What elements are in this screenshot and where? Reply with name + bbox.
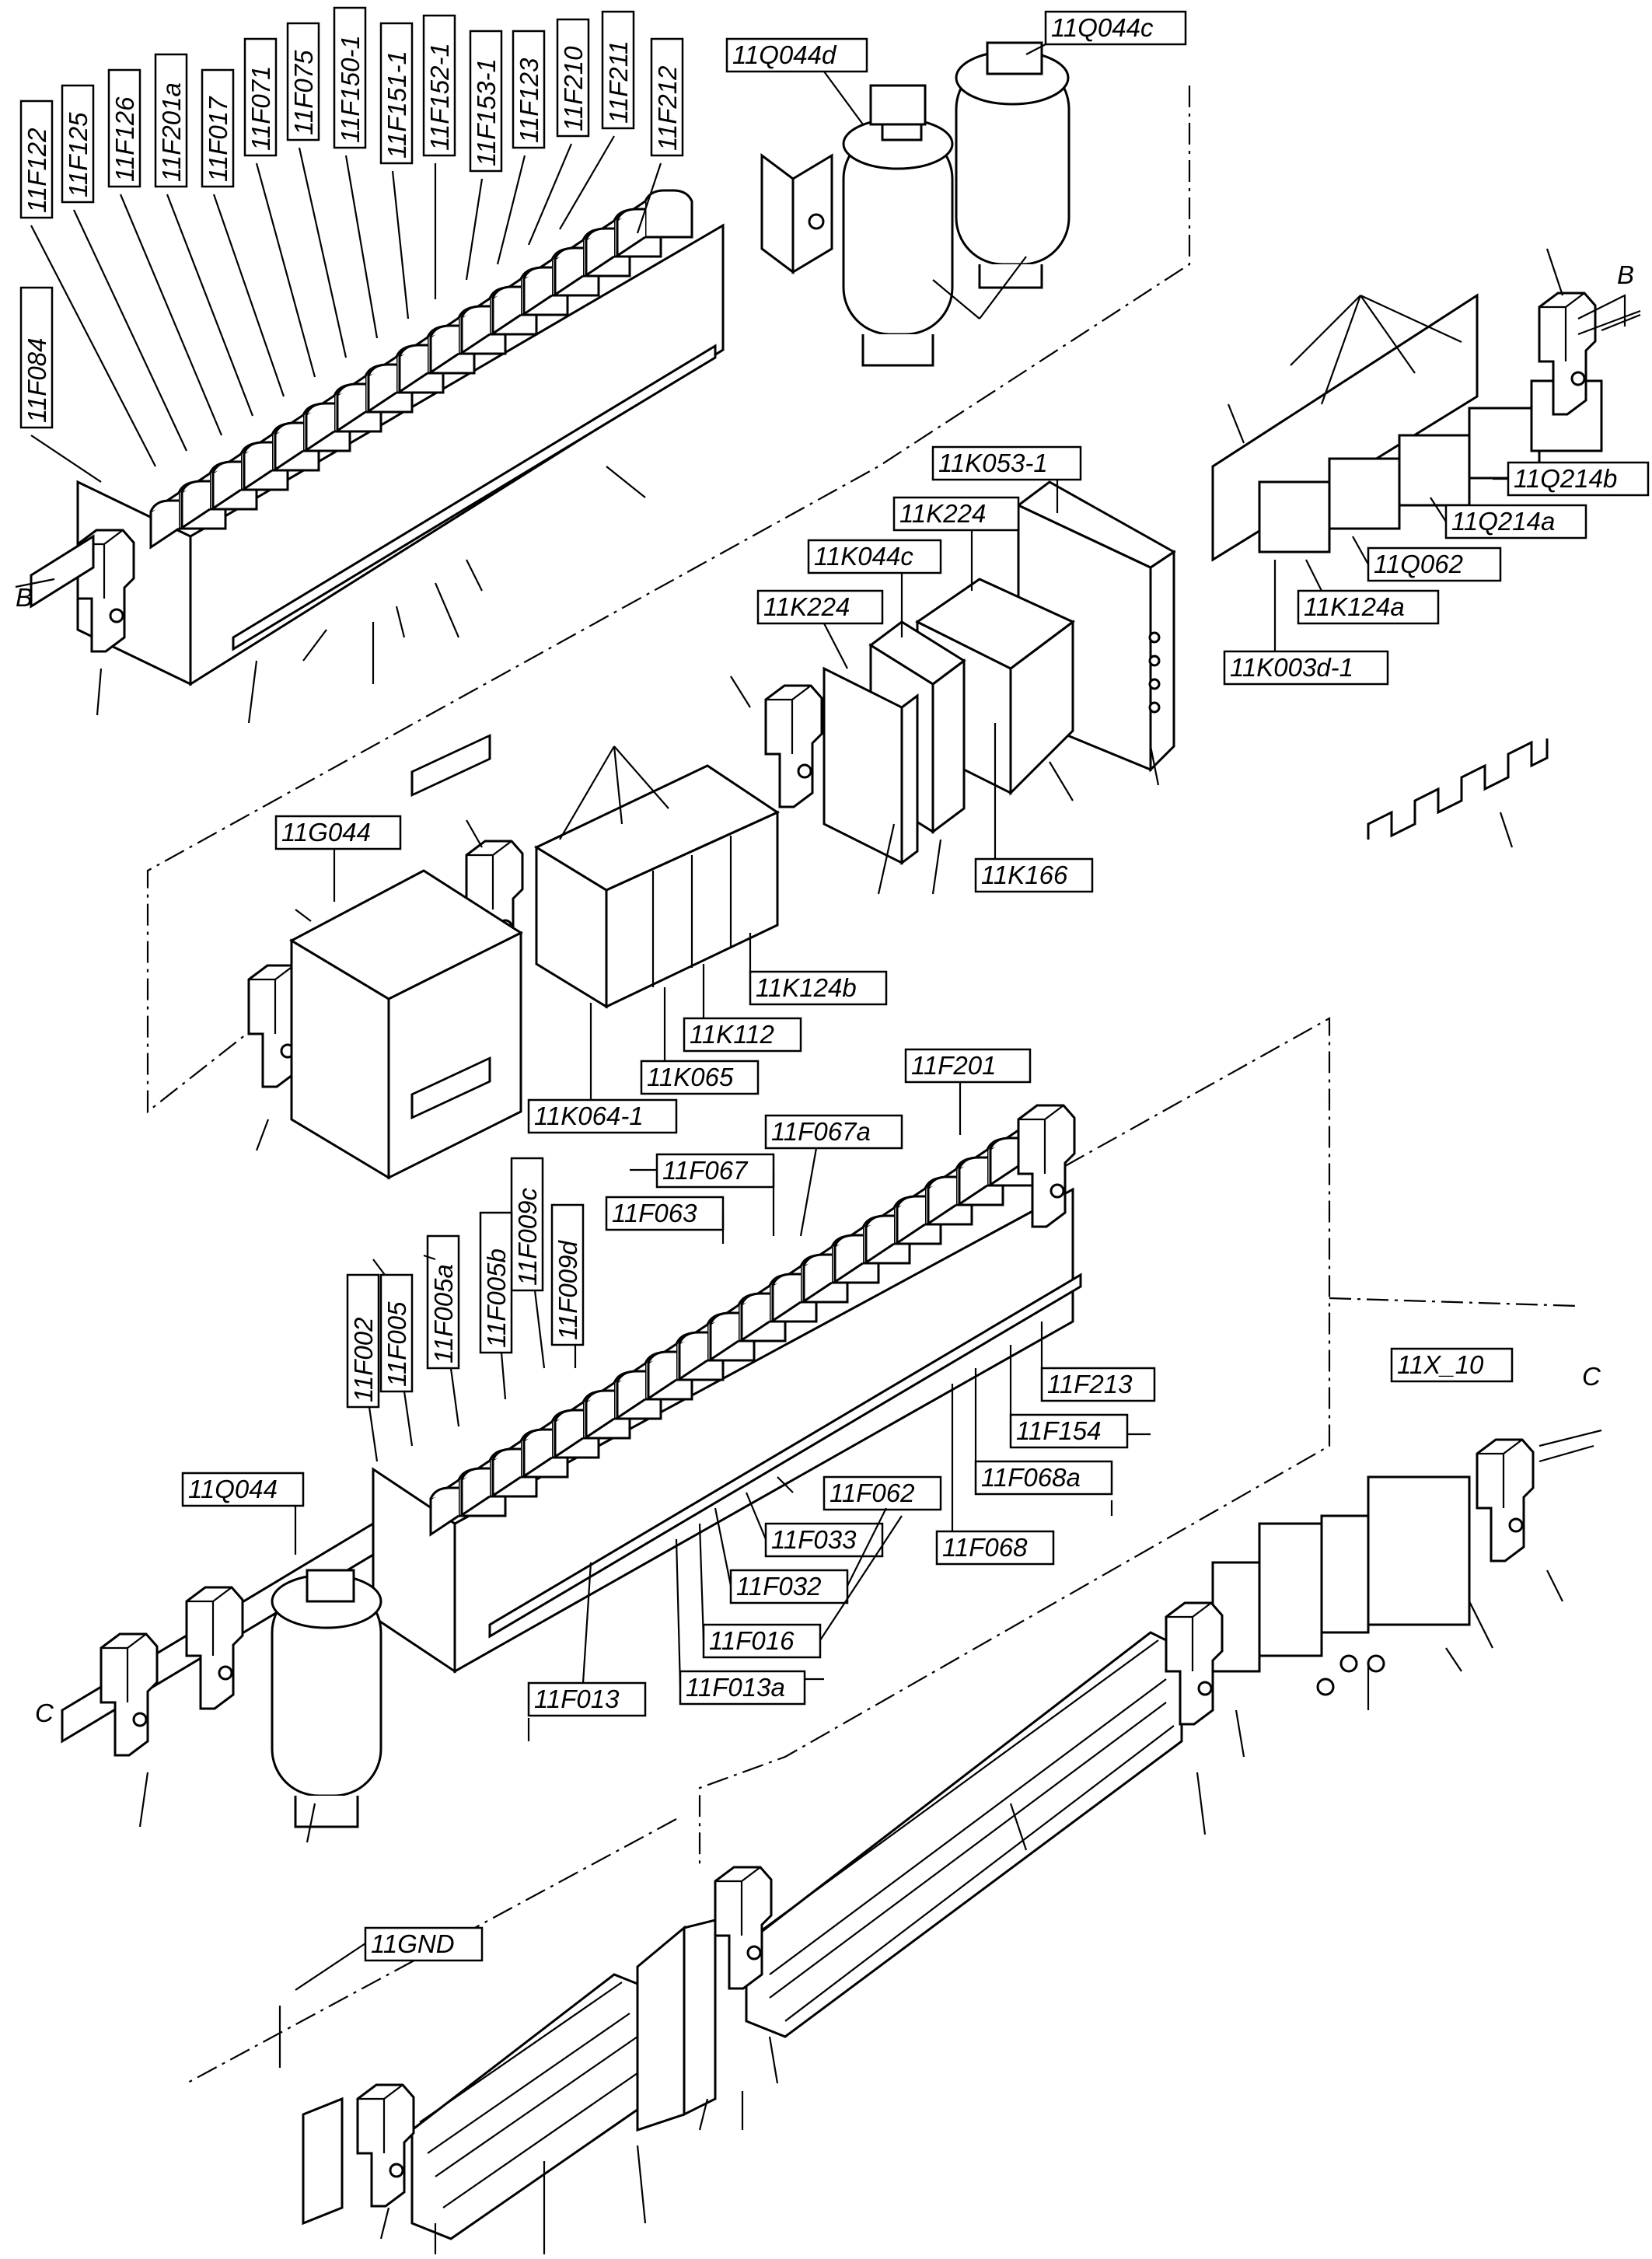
marker-b-left: B <box>16 583 33 612</box>
label-11K044c: 11K044c <box>814 542 913 571</box>
relay-modules-k-series <box>533 764 781 1009</box>
label-11F067a: 11F067a <box>771 1117 871 1146</box>
terminal-strip-main <box>714 1601 1224 2038</box>
label-group-g044: 11G044 11K124b 11K112 11K065 11K064-1 <box>255 676 888 1151</box>
label-11G044: 11G044 <box>281 818 371 847</box>
label-11F153-1: 11F153-1 <box>472 58 501 166</box>
relay-k224-lower <box>823 666 919 865</box>
label-11F154: 11F154 <box>1016 1416 1101 1445</box>
label-11F009d: 11F009d <box>554 1240 582 1340</box>
label-11F210: 11F210 <box>559 46 588 131</box>
label-11Q062: 11Q062 <box>1374 550 1463 578</box>
label-11GND: 11GND <box>371 1929 455 1958</box>
leader-q214-group <box>1290 295 1361 366</box>
label-11F071: 11F071 <box>246 66 275 151</box>
label-11F123: 11F123 <box>515 58 543 143</box>
label-11F005: 11F005 <box>382 1301 411 1387</box>
label-11K112: 11K112 <box>690 1020 774 1049</box>
label-11K224-upper: 11K224 <box>899 499 986 528</box>
label-11X_10: 11X_10 <box>1397 1350 1484 1379</box>
label-11Q044c: 11Q044c <box>1051 13 1154 42</box>
bottom-bank-labels: 11F201 11F067a 11F067 11F063 11F009c 11F… <box>346 1048 1156 1741</box>
breaker-bank-top <box>30 189 725 686</box>
label-11K166: 11K166 <box>981 861 1068 889</box>
label-11K224-lower: 11K224 <box>763 592 850 621</box>
label-11F002: 11F002 <box>349 1318 378 1402</box>
power-supply-g044 <box>288 734 524 1180</box>
label-11Q044d: 11Q044d <box>732 40 837 69</box>
marker-c-left: C <box>35 1699 54 1727</box>
label-11F009c: 11F009c <box>513 1188 542 1286</box>
label-11K003d-1: 11K003d-1 <box>1230 653 1353 682</box>
terminal-group-right <box>1211 1429 1602 1758</box>
label-11F032: 11F032 <box>736 1572 821 1601</box>
label-11K124b: 11K124b <box>756 973 857 1002</box>
relay-k053-1 <box>1016 480 1176 773</box>
marker-c-right: C <box>1582 1362 1601 1391</box>
label-11F122: 11F122 <box>23 128 51 213</box>
label-11F151-1: 11F151-1 <box>382 51 411 159</box>
label-11F016: 11F016 <box>709 1626 795 1655</box>
label-11F201: 11F201 <box>911 1051 996 1080</box>
label-group-q044: 11Q044d 11Q044c <box>725 10 1187 319</box>
label-11F068: 11F068 <box>942 1533 1028 1562</box>
contactor-q044c <box>955 41 1070 289</box>
label-11F033: 11F033 <box>771 1525 857 1554</box>
breaker-bank-bottom <box>372 1104 1082 1674</box>
label-11F152-1: 11F152-1 <box>425 43 454 151</box>
label-11F084: 11F084 <box>23 338 51 423</box>
label-11F063: 11F063 <box>612 1199 697 1227</box>
label-11F013: 11F013 <box>534 1685 620 1713</box>
label-11Q044: 11Q044 <box>188 1475 278 1503</box>
label-11F213: 11F213 <box>1047 1370 1133 1398</box>
label-11K124a: 11K124a <box>1304 592 1405 621</box>
dashed-guide-2 <box>698 1017 1331 1866</box>
label-11Q214a: 11Q214a <box>1451 507 1555 536</box>
comb-busbar <box>1367 738 1549 840</box>
top-left-leaders <box>30 135 662 724</box>
label-11K064-1: 11K064-1 <box>534 1102 644 1130</box>
top-left-labels: 11F122 11F125 11F126 11F201a 11F017 11F0… <box>19 6 684 429</box>
label-11F075: 11F075 <box>289 50 318 135</box>
terminal-strip-gnd: 11GND <box>278 1919 779 2254</box>
relay-label-group-right: 11Q214b 11Q214a 11Q062 11K124a 11K003d-1 <box>1223 461 1650 686</box>
label-11F017: 11F017 <box>204 96 232 182</box>
label-11F068a: 11F068a <box>981 1463 1081 1492</box>
dashed-guide-1 <box>146 86 1191 1114</box>
label-11F005a: 11F005a <box>429 1264 458 1363</box>
relay-module-row-labels: 11K053-1 11K224 11K044c 11K224 11K166 <box>756 445 1160 895</box>
label-11F212: 11F212 <box>653 66 682 151</box>
label-11F201a: 11F201a <box>157 82 186 182</box>
label-11F126: 11F126 <box>110 96 139 182</box>
label-11F211: 11F211 <box>604 40 633 124</box>
marker-b-right: B <box>1617 260 1634 289</box>
label-11F125: 11F125 <box>64 112 93 197</box>
label-11F013a: 11F013a <box>686 1673 785 1702</box>
label-11F005b: 11F005b <box>482 1248 511 1348</box>
label-11F067: 11F067 <box>662 1156 749 1185</box>
label-11Q214b: 11Q214b <box>1514 464 1617 493</box>
label-11F150-1: 11F150-1 <box>336 35 365 143</box>
label-11K053-1: 11K053-1 <box>938 449 1048 477</box>
contactor-q044d <box>760 84 954 367</box>
contactor-q044: 11Q044 <box>61 1472 382 1843</box>
label-11F062: 11F062 <box>829 1479 914 1507</box>
label-11K065: 11K065 <box>647 1063 734 1091</box>
